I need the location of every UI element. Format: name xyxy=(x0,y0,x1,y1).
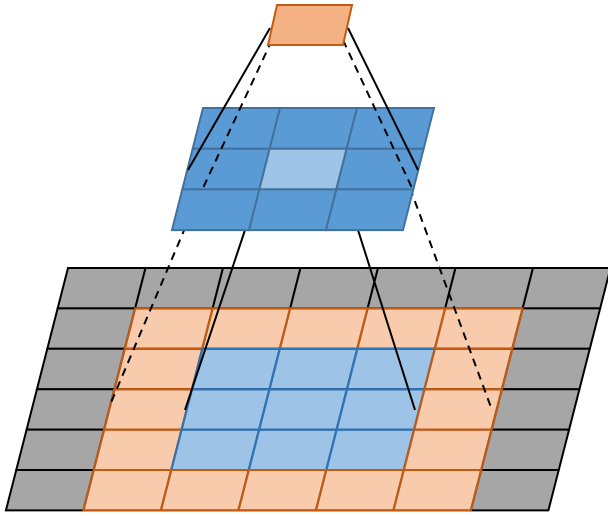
solid-line-upper-0 xyxy=(187,27,271,171)
input-cell-r1-c0 xyxy=(46,307,137,350)
input-overlay-cell-r5-c5 xyxy=(392,469,483,512)
input-cell-r0-c3 xyxy=(288,267,380,310)
input-cell-r2-c4 xyxy=(345,347,437,391)
receptive-field-lines-lower xyxy=(109,187,493,411)
middle-cell-r2-c1 xyxy=(247,188,338,232)
intermediate-feature-map xyxy=(170,107,436,232)
input-feature-map xyxy=(4,267,608,512)
input-cell-r0-c5 xyxy=(443,267,535,310)
input-cell-r4-c4 xyxy=(324,428,416,471)
dashed-line-lower-0 xyxy=(109,187,203,406)
solid-line-lower-0 xyxy=(184,229,246,411)
input-cell-r3-c3 xyxy=(257,388,349,431)
input-cell-r2-c3 xyxy=(268,347,359,391)
input-cell-r4-c1 xyxy=(92,428,183,471)
input-cell-r0-c1 xyxy=(133,267,225,310)
middle-cell-r1-c1 xyxy=(258,147,348,191)
input-cell-r1-c4 xyxy=(356,307,447,350)
input-cell-r4-c0 xyxy=(14,428,106,471)
input-cell-r5-c6 xyxy=(469,469,561,512)
input-cell-r4-c6 xyxy=(479,428,571,471)
input-cell-r0-c6 xyxy=(521,267,608,310)
solid-line-lower-1 xyxy=(357,229,416,411)
middle-cell-r2-c0 xyxy=(170,188,261,232)
middle-cell-r0-c0 xyxy=(191,107,282,150)
input-cell-r1-c5 xyxy=(433,307,524,350)
input-cell-r2-c5 xyxy=(423,347,514,391)
input-cell-r1-c3 xyxy=(278,307,369,350)
input-cell-r5-c0 xyxy=(4,469,96,512)
input-cell-r3-c1 xyxy=(102,388,194,431)
input-cell-r4-c5 xyxy=(402,428,493,471)
input-cell-r3-c5 xyxy=(412,388,504,431)
input-cell-r5-c3 xyxy=(237,469,328,512)
output-feature-map xyxy=(266,4,354,46)
input-cell-r2-c0 xyxy=(35,347,127,391)
input-cell-r5-c5 xyxy=(392,469,483,512)
solid-line-upper-1 xyxy=(347,27,419,171)
input-cell-r1-c2 xyxy=(201,307,292,350)
input-cell-r2-c2 xyxy=(190,347,282,391)
input-cell-r4-c3 xyxy=(247,428,338,471)
input-cell-r5-c2 xyxy=(159,469,251,512)
input-cell-r2-c6 xyxy=(500,347,592,391)
input-cell-r1-c1 xyxy=(123,307,214,350)
input-cell-r1-c6 xyxy=(511,307,602,350)
input-cell-r0-c0 xyxy=(56,267,147,310)
middle-cell-r1-c0 xyxy=(181,147,271,191)
input-cell-r2-c1 xyxy=(113,347,204,391)
dashed-line-lower-1 xyxy=(409,187,493,411)
middle-cell-r2-c2 xyxy=(324,188,415,232)
input-cell-r3-c6 xyxy=(490,388,581,431)
middle-cell-r0-c1 xyxy=(268,107,359,150)
input-cell-r5-c4 xyxy=(314,469,406,512)
input-cell-r3-c0 xyxy=(25,388,116,431)
input-cell-r4-c2 xyxy=(169,428,261,471)
receptive-field-lines-upper xyxy=(187,27,419,189)
output-cell xyxy=(266,4,354,46)
input-cell-r5-c1 xyxy=(82,469,173,512)
input-cell-r3-c2 xyxy=(180,388,271,431)
